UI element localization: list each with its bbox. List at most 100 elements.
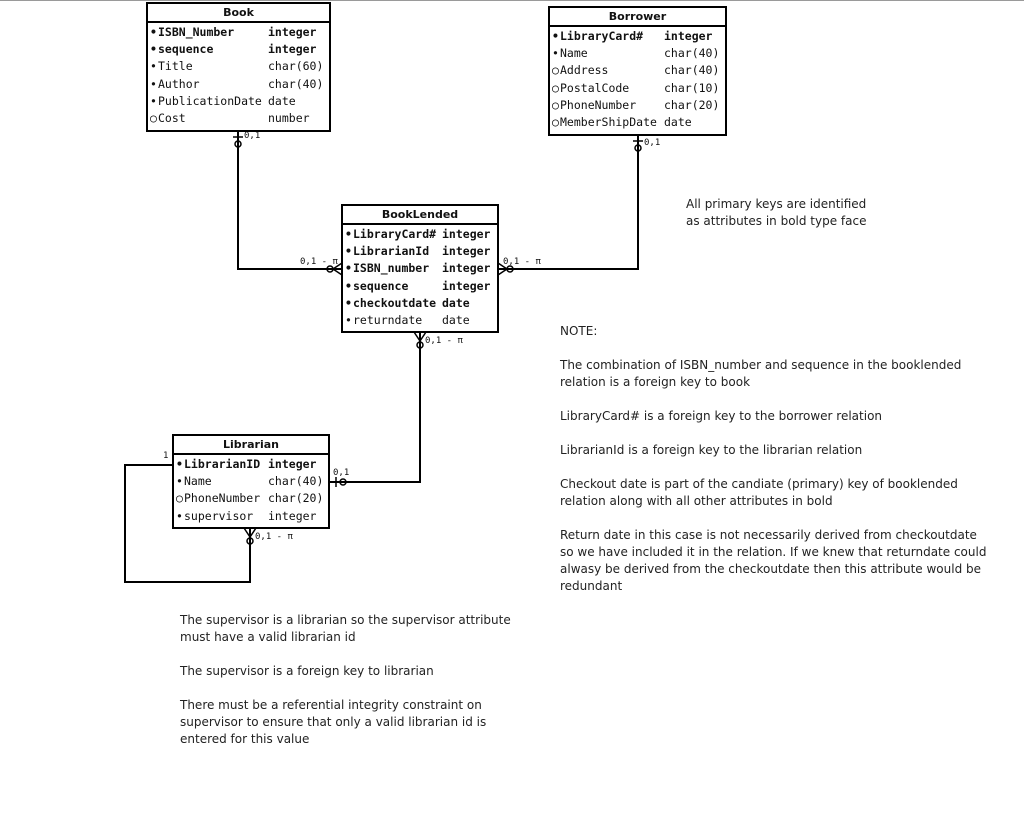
attribute-type: char(20) [268, 491, 324, 506]
booklended-left-cardinality-label: 0,1 - π [300, 257, 338, 267]
note-line: LibrarianId is a foreign key to the libr… [560, 443, 863, 457]
attribute-marker: ○ [176, 491, 183, 506]
note-line: NOTE: [560, 324, 598, 338]
attribute-type: date [664, 114, 692, 129]
attribute-marker: • [345, 295, 352, 310]
booklended-attribute-row: •checkoutdate date [345, 295, 497, 312]
attribute-name: Name [560, 46, 588, 61]
note-line: Checkout date is part of the candiate (p… [560, 477, 958, 491]
attribute-type: char(40) [664, 46, 720, 61]
librarian-self-cardinality-label: 1 [163, 451, 169, 461]
attribute-marker: • [176, 474, 183, 489]
attribute-name: LibrarianID [184, 457, 261, 471]
note-line: so we have included it in the relation. … [560, 545, 987, 559]
note-line: Return date in this case is not necessar… [560, 528, 977, 542]
borrower-cardinality-label: 0,1 [644, 138, 661, 148]
attribute-name: PhoneNumber [184, 491, 261, 506]
attribute-type: date [442, 295, 470, 310]
attribute-type: date [268, 93, 296, 108]
attribute-type: char(40) [268, 76, 324, 91]
attribute-name: sequence [353, 278, 409, 293]
note-line: entered for this value [180, 732, 310, 746]
attribute-marker: • [345, 244, 352, 259]
attribute-name: checkoutdate [353, 295, 437, 310]
attribute-marker: ○ [552, 80, 559, 95]
book-entity-title: Book [148, 4, 329, 23]
attribute-name: PhoneNumber [560, 97, 637, 112]
note-paragraph: LibraryCard# is a foreign key to the bor… [560, 408, 1000, 425]
attribute-marker: • [345, 227, 352, 241]
note-line: The supervisor is a foreign key to libra… [180, 664, 434, 678]
note-line: relation along with all other attributes… [560, 494, 833, 508]
attribute-marker: ○ [552, 63, 559, 78]
attribute-type: integer [268, 457, 317, 471]
attribute-type: char(40) [664, 63, 720, 78]
booklended-right-cardinality-label: 0,1 - π [503, 257, 541, 267]
attribute-type: integer [664, 29, 713, 43]
note-line: redundant [560, 579, 623, 593]
note-line: alwasy be derived from the checkoutdate … [560, 562, 982, 576]
note-line: relation is a foreign key to book [560, 375, 751, 389]
librarian-bottom-circle [246, 537, 254, 545]
note-paragraph: Checkout date is part of the candiate (p… [560, 476, 1000, 510]
attribute-name: ISBN_Number [158, 25, 235, 39]
attribute-type: char(10) [664, 80, 720, 95]
booklended-entity: BookLended •LibraryCard#integer•Libraria… [341, 204, 499, 333]
attribute-name: Name [184, 474, 212, 489]
attribute-marker: • [552, 46, 559, 61]
attribute-marker: • [176, 508, 183, 523]
booklended-left-circle [326, 265, 334, 273]
note-paragraph: NOTE: [560, 323, 1000, 340]
note-line: The combination of ISBN_number and seque… [560, 358, 962, 372]
attribute-name: Address [560, 63, 609, 78]
attribute-type: integer [268, 508, 317, 523]
note-paragraph: The supervisor is a librarian so the sup… [180, 612, 540, 646]
attribute-type: integer [442, 261, 491, 276]
attribute-marker: • [150, 76, 157, 91]
attribute-name: PublicationDate [158, 93, 262, 108]
borrower-attribute-row: •LibraryCard#integer [552, 28, 725, 45]
borrower-attribute-row: ○Address char(40) [552, 62, 725, 79]
bottom-notes: The supervisor is a librarian so the sup… [180, 612, 540, 748]
librarian-attribute-row: •supervisor integer [176, 508, 328, 525]
borrower-booklended-line [498, 136, 639, 270]
librarian-right-circle [339, 478, 347, 486]
librarian-bottom-cardinality-label: 0,1 - π [255, 532, 293, 542]
librarian-right-cardinality-label: 0,1 [333, 468, 350, 478]
attribute-name: LibraryCard# [353, 227, 437, 241]
attribute-marker: • [345, 261, 352, 276]
note-paragraph: Return date in this case is not necessar… [560, 527, 1000, 595]
librarian-self-line [124, 464, 251, 583]
librarian-bottom-crowsfoot [243, 527, 257, 539]
attribute-marker: • [176, 457, 183, 471]
borrower-zero-circle [634, 144, 642, 152]
librarian-entity-title: Librarian [174, 436, 328, 455]
note-line: as attributes in bold type face [686, 214, 867, 228]
attribute-name: supervisor [184, 508, 254, 523]
booklended-bottom-circle [416, 341, 424, 349]
borrower-attribute-row: •Name char(40) [552, 45, 725, 62]
booklended-entity-title: BookLended [343, 206, 497, 225]
attribute-name: MemberShipDate [560, 114, 657, 129]
attribute-type: integer [442, 227, 491, 241]
note-line: The supervisor is a librarian so the sup… [180, 613, 511, 627]
booklended-librarian-line [329, 332, 421, 483]
attribute-marker: • [345, 312, 352, 327]
top-border-line [0, 0, 1024, 1]
